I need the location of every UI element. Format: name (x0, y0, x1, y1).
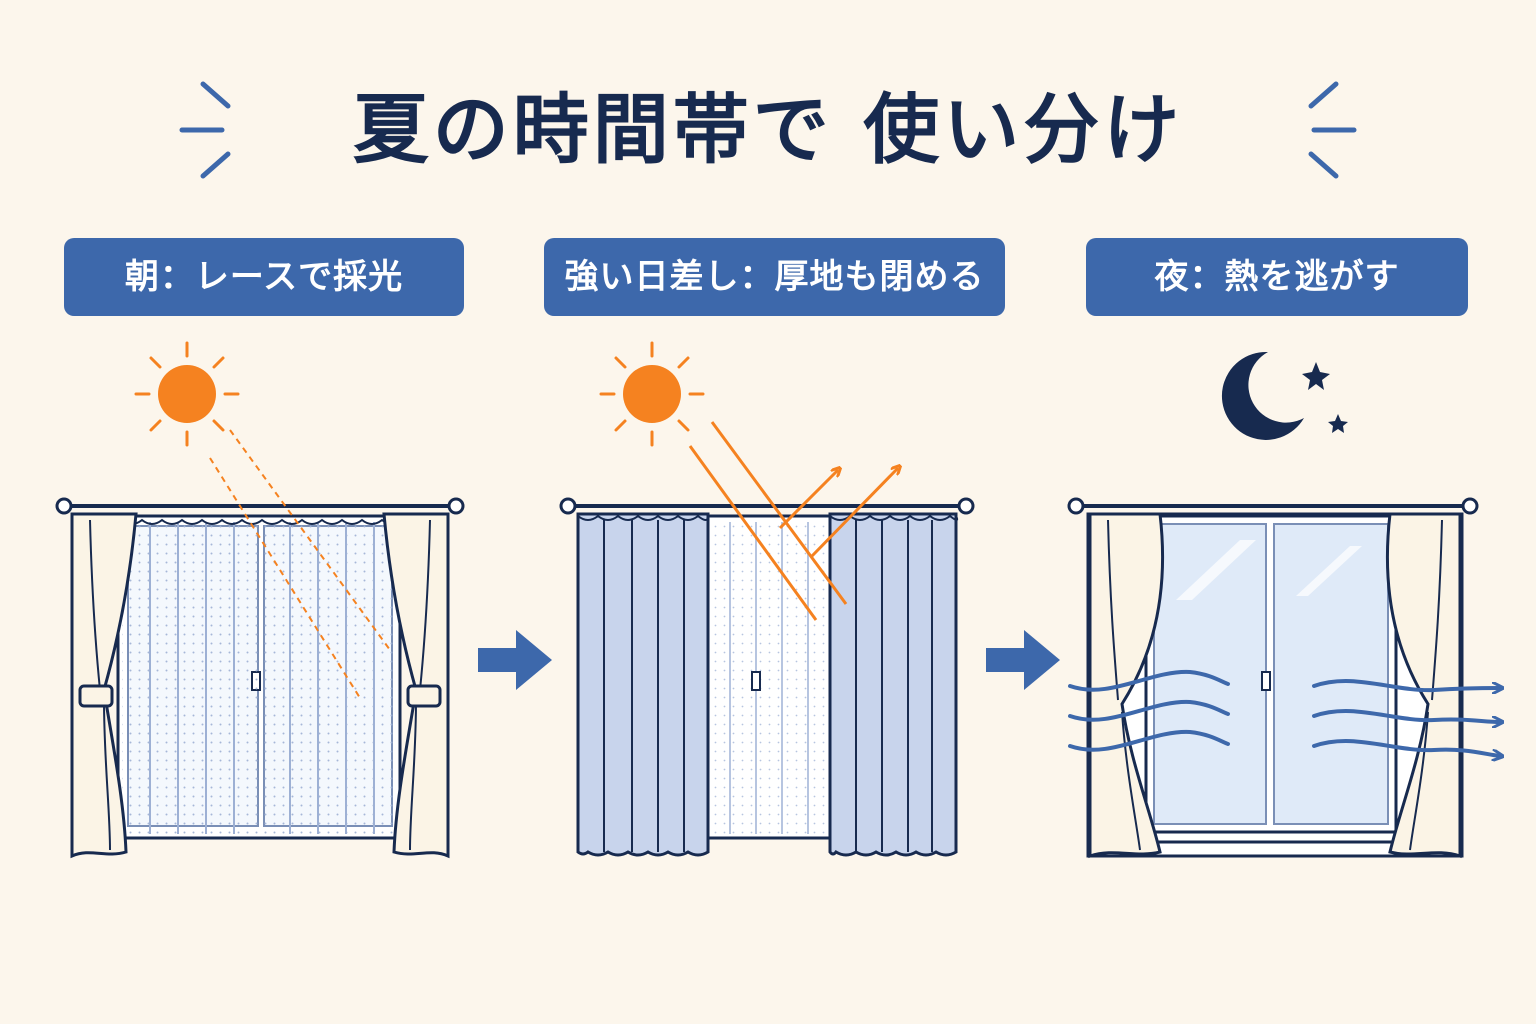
window-morning (55, 497, 465, 859)
title-sparkle-right-icon (1308, 81, 1357, 179)
morning-light-rays (209, 429, 391, 699)
panel-label-strong-sun: 強い日差し：厚地も閉める (544, 238, 1005, 316)
right-arrow-icon-2 (986, 630, 1060, 690)
sun-icon-strong (599, 341, 705, 447)
window-strong-sun (559, 497, 975, 857)
panel-label-morning: 朝：レースで採光 (64, 238, 464, 316)
window-night (1067, 497, 1479, 859)
wind-waves-right (1312, 679, 1500, 756)
panel-label-night: 夜：熱を逃がす (1086, 238, 1468, 316)
right-arrow-icon (478, 630, 552, 690)
star-icon (1302, 362, 1348, 433)
sun-icon (134, 341, 240, 447)
crescent-moon-icon (1221, 351, 1304, 440)
title-sparkle-left-icon (179, 81, 231, 179)
wind-waves-left (1068, 669, 1230, 752)
page-title: 夏の時間帯で 使い分け (352, 85, 1184, 174)
reflected-sun-rays (688, 421, 898, 621)
